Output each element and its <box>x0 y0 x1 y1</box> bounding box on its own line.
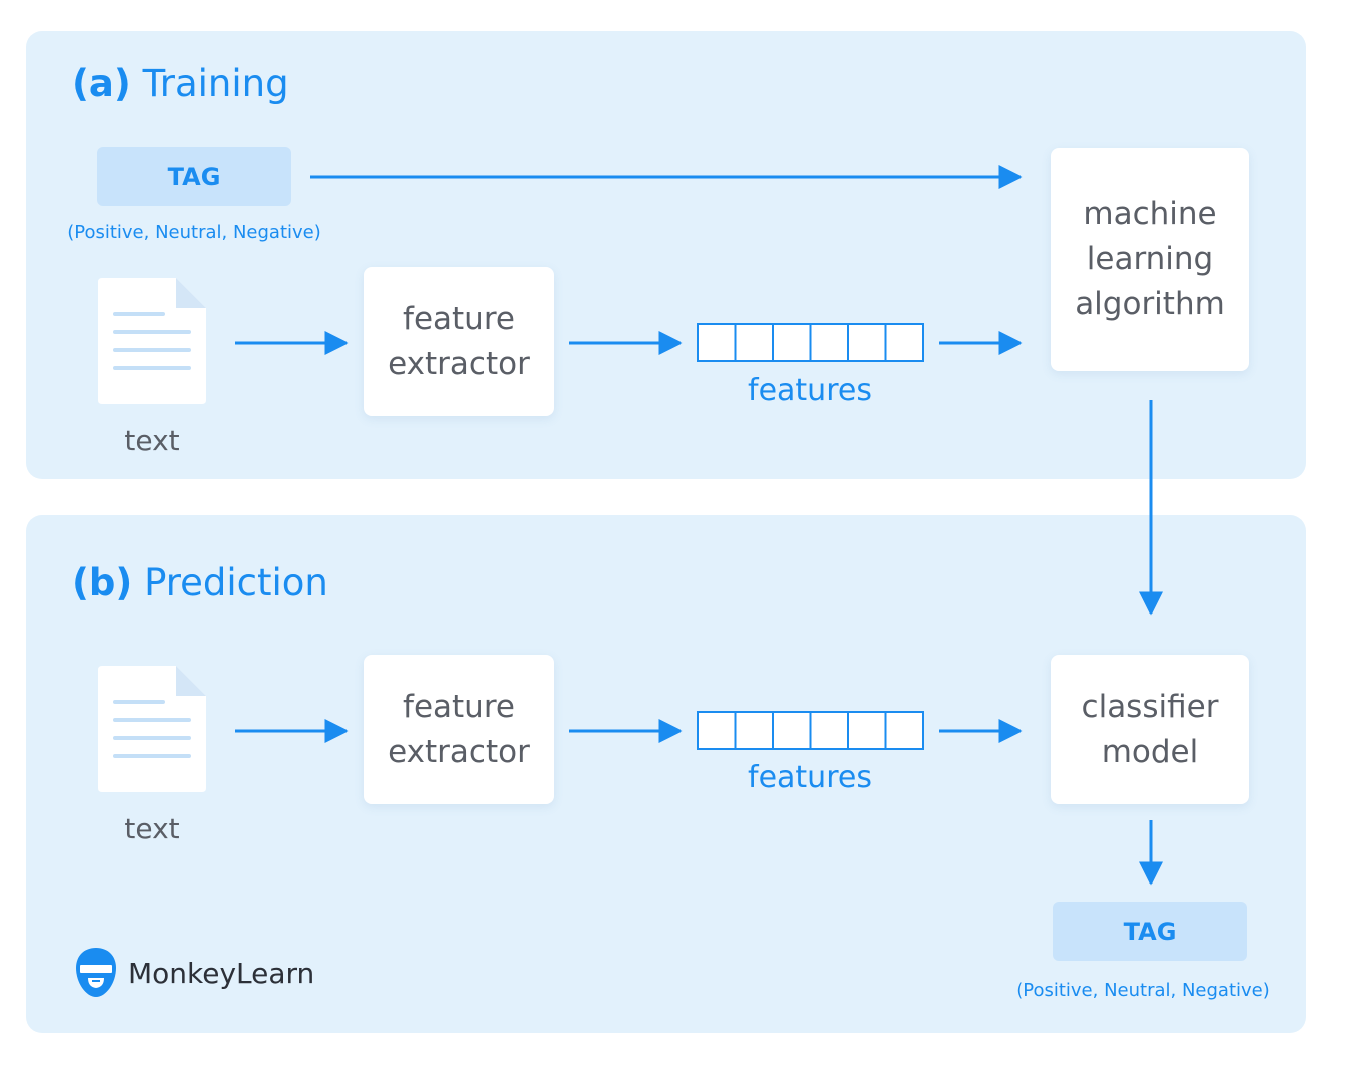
training-feature-extractor: feature extractor <box>364 267 554 416</box>
training-title: (a) Training <box>72 62 289 105</box>
training-features-label: features <box>748 373 872 408</box>
prediction-title: (b) Prediction <box>72 561 328 604</box>
training-feature-vector-icon <box>697 323 924 362</box>
training-text-label: text <box>124 424 180 457</box>
training-document-icon <box>98 278 206 404</box>
classifier-model-box: classifier model <box>1051 655 1249 804</box>
training-tag-box: TAG <box>97 147 291 206</box>
prediction-document-icon <box>98 666 206 792</box>
monkeylearn-logo-text: MonkeyLearn <box>128 957 315 990</box>
monkeylearn-logo-icon <box>76 948 116 997</box>
training-tag-options: (Positive, Neutral, Negative) <box>67 222 321 243</box>
prediction-features-label: features <box>748 760 872 795</box>
prediction-text-label: text <box>124 812 180 845</box>
prediction-feature-vector-icon <box>697 711 924 750</box>
prediction-feature-extractor: feature extractor <box>364 655 554 804</box>
machine-learning-algorithm-box: machine learning algorithm <box>1051 148 1249 371</box>
prediction-tag-options: (Positive, Neutral, Negative) <box>1016 980 1270 1001</box>
prediction-tag-box: TAG <box>1053 902 1247 961</box>
